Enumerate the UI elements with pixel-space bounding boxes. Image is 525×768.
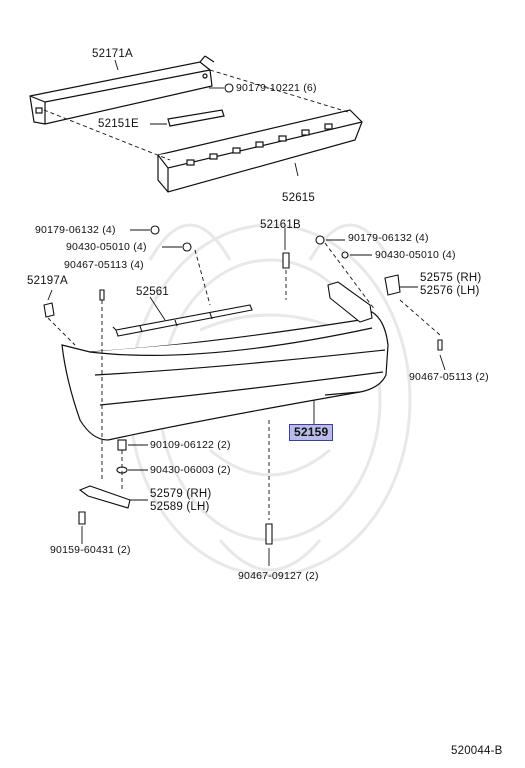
retainer-52151E[interactable] (167, 109, 225, 127)
label-90430-06003[interactable]: 90430-06003 (2) (150, 464, 231, 476)
label-90467-05113-left[interactable]: 90467-05113 (4) (64, 259, 144, 271)
clip-52197A[interactable] (43, 302, 55, 318)
dashed-lines (43, 69, 441, 520)
label-90430-05010-right[interactable]: 90430-05010 (4) (375, 249, 456, 261)
label-52159-highlighted[interactable]: 52159 (289, 424, 334, 441)
label-90430-05010-left[interactable]: 90430-05010 (4) (66, 241, 147, 253)
label-90467-05113-right[interactable]: 90467-05113 (2) (409, 371, 489, 383)
label-52197A[interactable]: 52197A (27, 275, 68, 287)
leader-lines (47, 59, 446, 566)
label-90179-06132-left[interactable]: 90179-06132 (4) (35, 224, 116, 236)
label-52576-lh[interactable]: 52576 (LH) (420, 285, 480, 297)
label-52171A[interactable]: 52171A (92, 48, 133, 60)
side-bracket-52575[interactable] (327, 274, 401, 323)
bracket-52561[interactable] (112, 304, 253, 337)
label-52561[interactable]: 52561 (136, 286, 169, 298)
label-90179-06132-right[interactable]: 90179-06132 (4) (348, 232, 429, 244)
label-52151E[interactable]: 52151E (98, 118, 139, 130)
label-52615[interactable]: 52615 (282, 192, 315, 204)
label-52575-rh[interactable]: 52575 (RH) (420, 272, 482, 284)
label-90159-60431[interactable]: 90159-60431 (2) (50, 544, 131, 556)
fasteners (78, 83, 443, 545)
label-52161B[interactable]: 52161B (260, 219, 301, 231)
reinforcement-52171A[interactable] (29, 55, 215, 125)
lower-bracket-52579[interactable] (78, 485, 131, 509)
label-52589-lh[interactable]: 52589 (LH) (150, 501, 210, 513)
absorber-52615[interactable] (157, 109, 363, 193)
bumper-cover-52159[interactable] (61, 311, 389, 441)
diagram-code: 520044-B (451, 745, 503, 757)
label-90467-09127[interactable]: 90467-09127 (2) (238, 570, 319, 582)
label-90109-06122[interactable]: 90109-06122 (2) (150, 439, 231, 451)
label-52579-rh[interactable]: 52579 (RH) (150, 488, 212, 500)
label-90179-10221[interactable]: 90179-10221 (6) (236, 82, 317, 94)
